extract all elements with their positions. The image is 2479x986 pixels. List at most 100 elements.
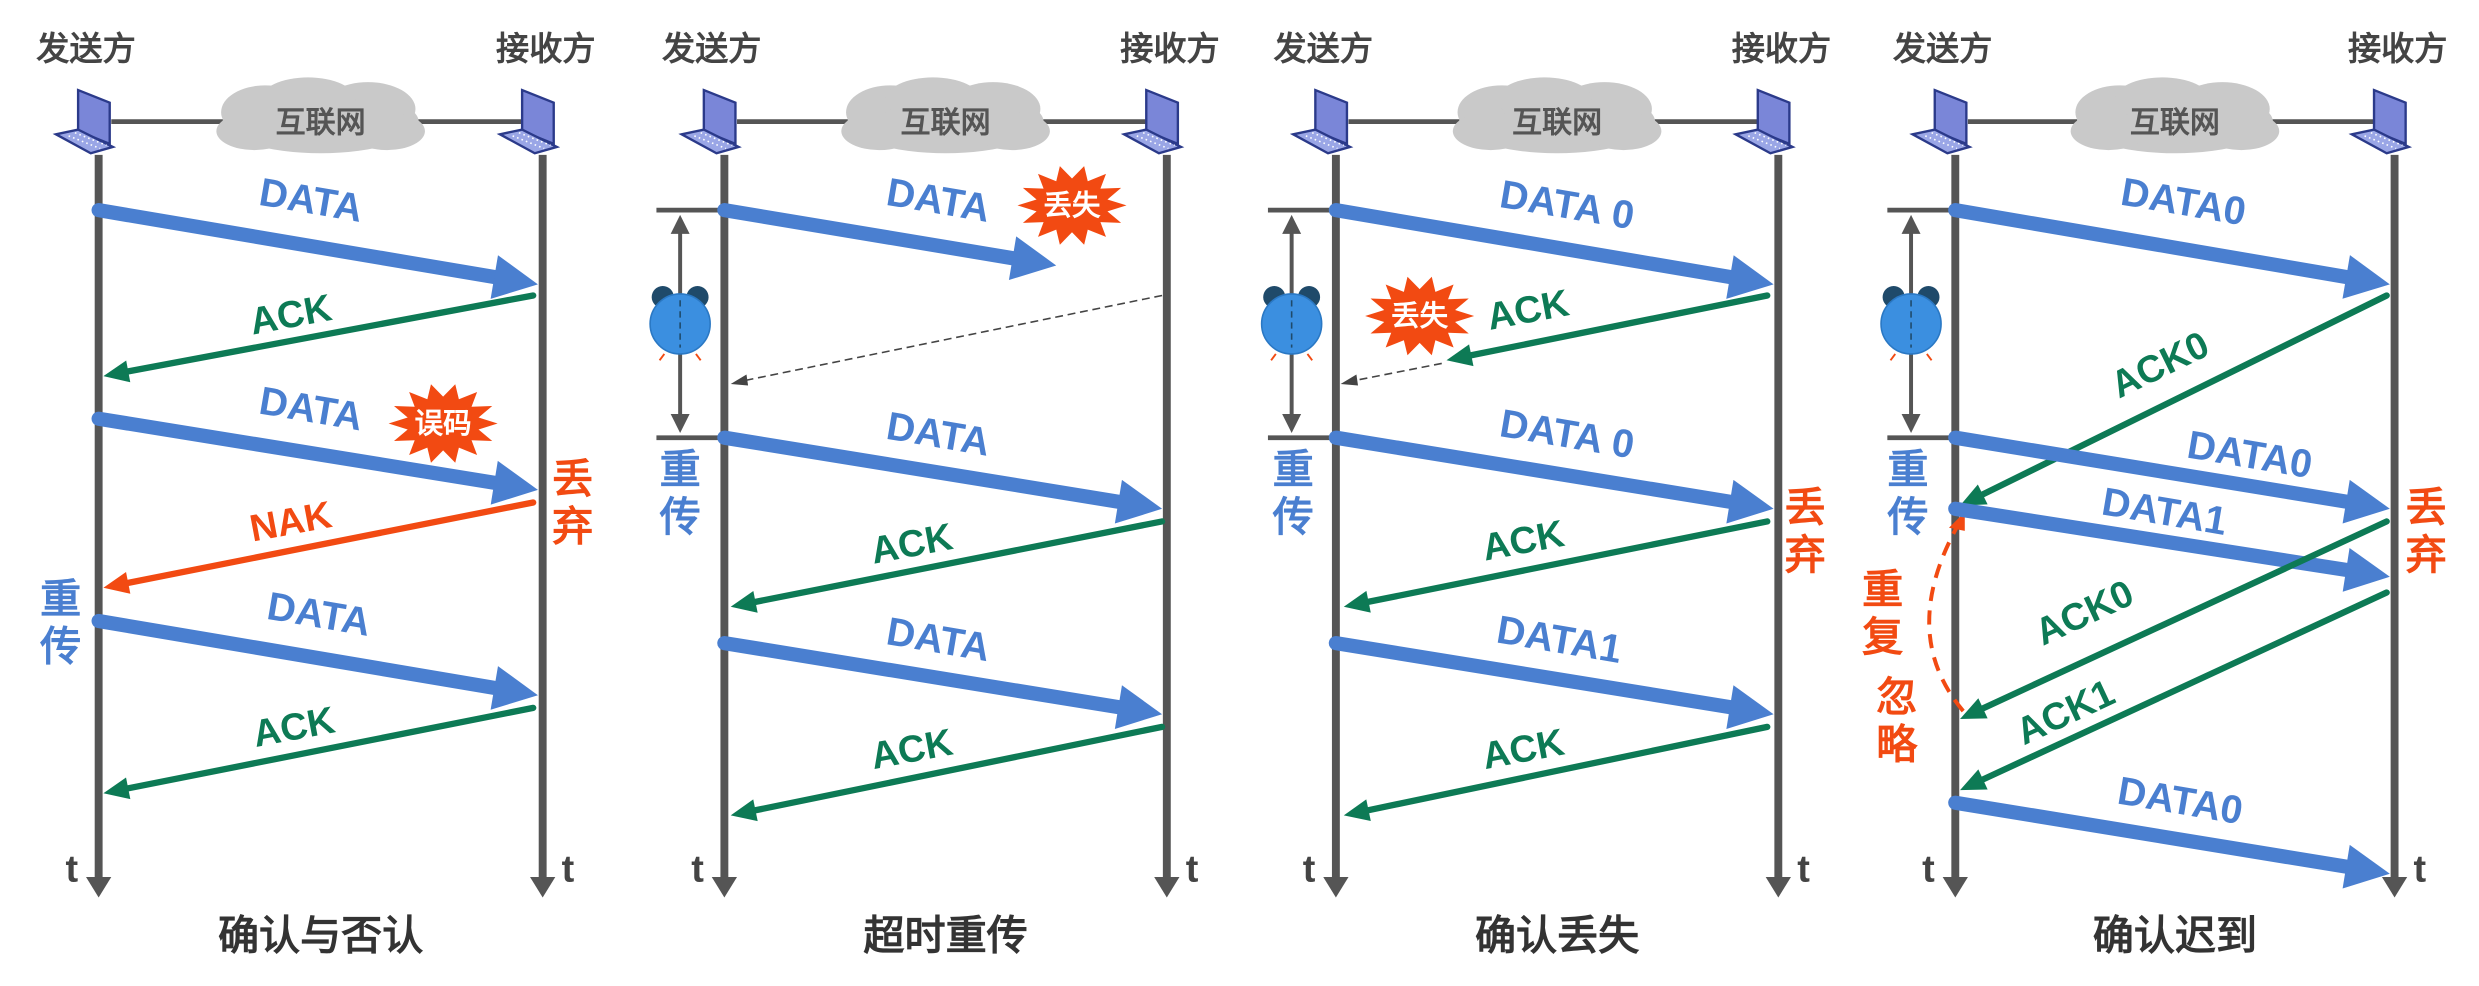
message-ack: ACK <box>103 287 537 383</box>
message-arrow <box>1960 518 2390 719</box>
burst-label: 误码 <box>415 407 472 440</box>
message-label: DATA <box>883 404 993 465</box>
alarm-clock-icon <box>1260 286 1323 361</box>
retransmit-label-char: 重 <box>1887 446 1928 494</box>
message-arrow-shaft <box>1948 795 2354 874</box>
time-arrow-head <box>1765 876 1791 898</box>
message-ack: ACK <box>1343 513 1771 613</box>
message-arrow-head <box>1726 255 1774 299</box>
message-arrow-head <box>490 255 538 299</box>
message-arrow-head <box>103 360 131 383</box>
message-arrow-head <box>2342 548 2390 592</box>
message-data: DATA <box>91 170 538 299</box>
message-data: DATA 0 <box>1328 401 1774 524</box>
panel-caption: 确认与否认 <box>218 912 423 960</box>
message-arrow-shaft <box>1948 430 2354 509</box>
message-arrow <box>91 613 538 710</box>
panel-caption: 确认丢失 <box>1475 912 1640 960</box>
message-arrow-shaft <box>125 704 537 792</box>
message-arrow-head <box>490 460 538 505</box>
message-ack: ACK <box>730 722 1166 822</box>
message-ack: ACK <box>1343 722 1771 822</box>
message-arrow <box>1960 589 2390 791</box>
message-arrow-shaft <box>717 430 1126 509</box>
timeout-timer <box>1880 207 1956 441</box>
retransmit-label-char: 传 <box>1886 493 1928 541</box>
time-axis-label: t <box>2414 849 2427 891</box>
message-arrow <box>1328 636 1774 729</box>
panel-caption: 确认迟到 <box>2093 912 2257 960</box>
message-arrow-head <box>1726 479 1774 524</box>
message-data: DATA0 <box>1948 769 2390 889</box>
message-arrow <box>103 704 537 800</box>
time-arrow-head <box>530 876 556 898</box>
duplicate-label-char: 重 <box>1862 566 1903 614</box>
message-arrow-head <box>1960 698 1988 719</box>
time-arrow-head <box>2381 876 2408 898</box>
message-arrow-shaft <box>91 411 502 490</box>
lost-burst: 丢失 <box>1017 166 1127 245</box>
message-data: DATA1 <box>1948 480 2390 592</box>
message-arrow-shaft <box>1948 203 2354 285</box>
duplicate-label-char: 复 <box>1862 613 1903 661</box>
message-arrow <box>1343 518 1771 613</box>
time-axis-label: t <box>691 849 704 891</box>
network-label: 互联网 <box>2130 106 2220 141</box>
message-data: DATA <box>717 170 1057 281</box>
message-arrow <box>1960 292 2390 506</box>
time-arrow-head <box>86 876 112 898</box>
internet-cloud: 互联网 <box>1452 77 1662 154</box>
discard-label: 丢弃 <box>1785 483 1826 578</box>
message-data: DATA 0 <box>1328 172 1774 299</box>
discard-label: 丢弃 <box>552 455 593 550</box>
message-arrow-head <box>730 591 758 613</box>
discard-label-char: 丢 <box>552 455 593 503</box>
sender-laptop-icon <box>1289 88 1354 155</box>
retransmit-label-char: 重 <box>1273 446 1314 494</box>
message-arrow-shaft <box>717 636 1126 715</box>
message-arrow-head <box>1446 344 1474 367</box>
time-axis-label: t <box>1797 849 1810 891</box>
message-arrow-head <box>1343 590 1371 613</box>
message-arrow-head <box>1114 685 1163 729</box>
time-axis-label: t <box>65 849 78 891</box>
receiver-laptop-icon <box>1120 88 1185 155</box>
network-label: 互联网 <box>901 106 991 141</box>
message-label: DATA <box>256 379 366 440</box>
retransmit-label-char: 传 <box>659 493 701 541</box>
ignore-label-char: 略 <box>1876 720 1918 768</box>
message-label: ACK <box>1484 282 1573 339</box>
message-data: DATA <box>717 609 1163 729</box>
message-arrow-head <box>1960 484 1988 506</box>
receiver-laptop-icon <box>2348 88 2413 155</box>
message-arrow <box>717 203 1057 281</box>
message-data: DATA <box>91 584 538 710</box>
duplicate-label: 重复 <box>1862 566 1903 661</box>
timeout-timer <box>1260 207 1336 441</box>
time-arrow-head <box>1942 876 1968 898</box>
retransmit-label-char: 传 <box>39 622 81 670</box>
message-ack: ACK <box>730 516 1166 613</box>
message-arrow <box>1328 203 1774 299</box>
message-arrow <box>730 723 1166 822</box>
message-arrow <box>1328 430 1774 524</box>
message-nak: NAK <box>103 494 537 594</box>
message-arrow-shaft <box>752 518 1166 606</box>
message-ack: ACK <box>103 699 537 800</box>
time-axis-label: t <box>1186 849 1199 891</box>
message-arrow-head <box>1343 799 1371 822</box>
discard-label-char: 丢 <box>1785 483 1826 531</box>
duplicate-ignore-curve <box>1927 520 1965 713</box>
receiver-laptop-icon <box>1732 88 1796 155</box>
discard-label: 丢弃 <box>2406 483 2447 578</box>
time-axis-label: t <box>1303 849 1316 891</box>
receiver-laptop-icon <box>496 88 561 155</box>
message-arrow <box>103 292 537 383</box>
message-data: DATA1 <box>1328 608 1774 729</box>
message-arrow <box>1948 795 2390 889</box>
message-arrow-head <box>1726 685 1774 729</box>
discard-label-char: 弃 <box>1785 531 1826 579</box>
panel-caption: 超时重传 <box>863 912 1027 960</box>
message-label: DATA 0 <box>1497 401 1638 467</box>
